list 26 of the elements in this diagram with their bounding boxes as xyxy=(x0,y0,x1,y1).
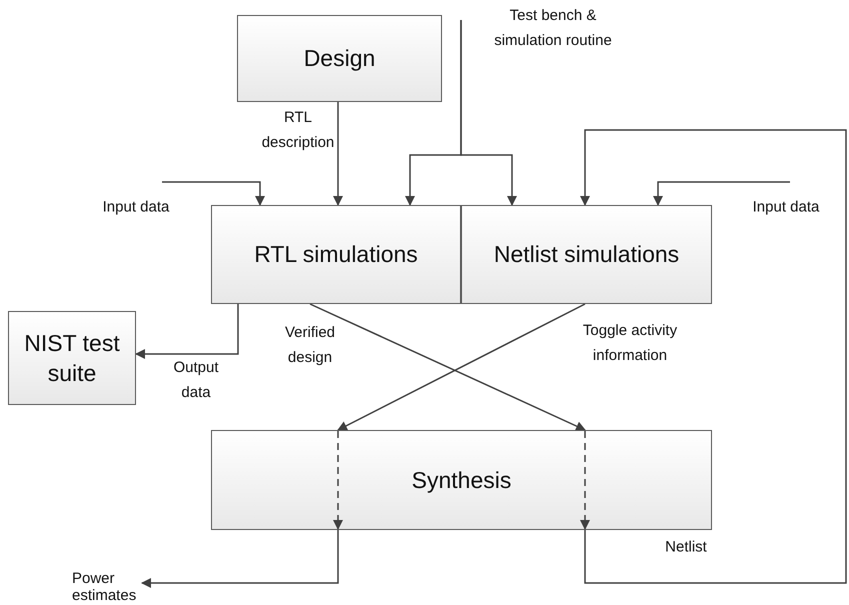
process-box xyxy=(461,205,712,304)
box-title: Design xyxy=(304,44,376,74)
output-label: Power estimates xyxy=(72,570,142,604)
edge-label: Test bench & simulation routine xyxy=(493,6,613,51)
edge-label: Input data xyxy=(752,198,820,218)
process-box xyxy=(211,430,712,530)
arrow xyxy=(135,304,239,359)
arrow xyxy=(162,181,265,206)
edge-label: Netlist xyxy=(664,538,708,558)
box-title: Synthesis xyxy=(412,466,512,495)
arrow xyxy=(141,530,339,588)
box-title: NIST test suite xyxy=(23,329,121,388)
box-title: Netlist simulations xyxy=(494,240,680,270)
process-box xyxy=(8,311,136,405)
edge-label: Output data xyxy=(172,358,220,403)
edge-label: Toggle activity information xyxy=(582,321,678,366)
arrow xyxy=(653,181,790,206)
arrow xyxy=(460,20,517,206)
edge-label: Input data xyxy=(102,198,170,218)
edge-label: Verified design xyxy=(284,323,336,368)
process-box xyxy=(237,15,442,102)
arrow xyxy=(580,129,847,584)
edge-label: RTL description xyxy=(260,108,336,153)
arrow xyxy=(333,102,343,206)
box-title: RTL simulations xyxy=(254,240,418,270)
process-box xyxy=(211,205,461,304)
